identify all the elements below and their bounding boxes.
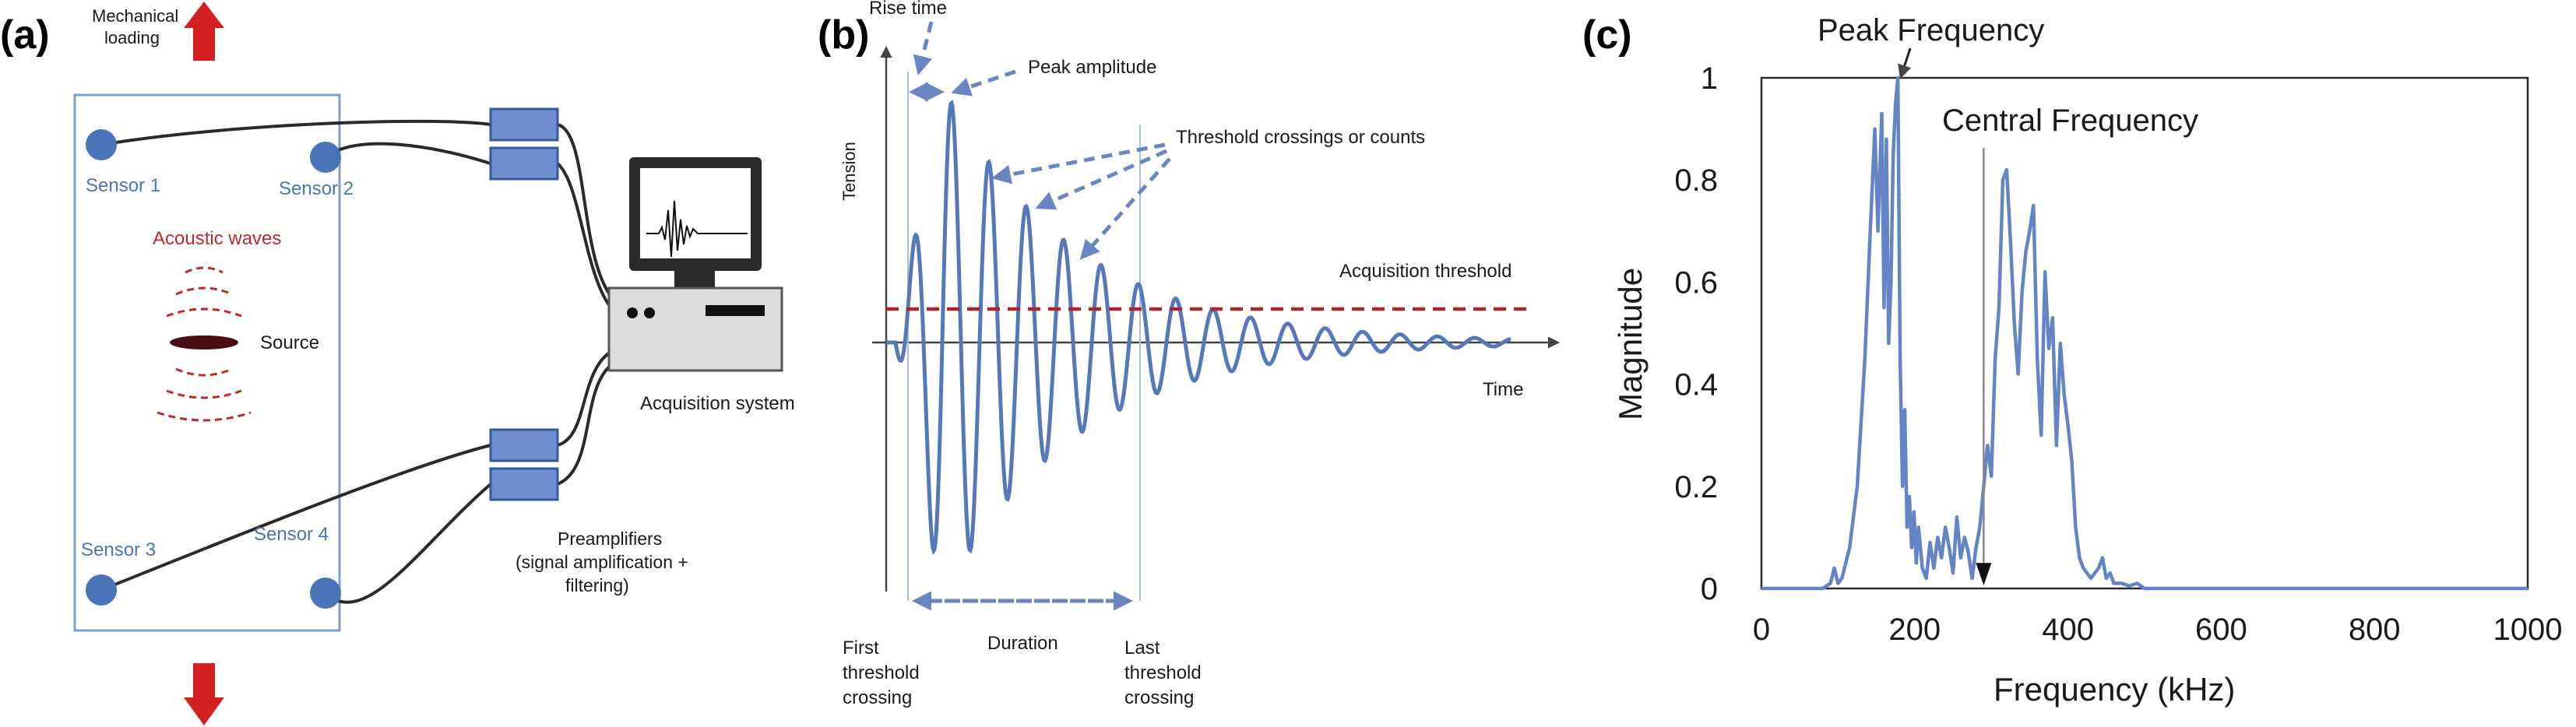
rise-time-label: Rise time xyxy=(869,0,947,19)
c-x-tick-label: 600 xyxy=(2195,613,2247,647)
acoustic-waves-icon xyxy=(157,266,252,422)
acquisition-system-label: Acquisition system xyxy=(640,393,795,414)
sensor-3 xyxy=(86,574,117,606)
c-x-tick-label: 1000 xyxy=(2493,613,2563,647)
c-y-tick-label: 0.4 xyxy=(1674,368,1718,402)
b-y-axis-label: Tension xyxy=(839,142,859,201)
wire-sensor2 xyxy=(324,142,491,165)
central-frequency-arrowhead xyxy=(1976,563,1992,585)
sensor-1 xyxy=(86,129,117,160)
acoustic-waves-label: Acoustic waves xyxy=(153,228,281,249)
b-x-axis-label: Time xyxy=(1483,379,1523,400)
c-y-tick-label: 0 xyxy=(1701,572,1718,606)
c-y-tick-label: 1 xyxy=(1701,61,1718,96)
specimen-plate xyxy=(73,93,341,632)
duration-label: Duration xyxy=(987,633,1058,654)
threshold-crossings-label: Threshold crossings or counts xyxy=(1176,127,1425,148)
preamp-2 xyxy=(489,146,559,181)
preamp-label-line3: filtering) xyxy=(565,575,629,595)
crossings-arrow-2 xyxy=(1035,149,1168,210)
loading-label-line1: Mechanical xyxy=(92,6,178,26)
panel-b: (b) Tension Time Acquisition threshold R… xyxy=(818,0,1560,708)
crossings-arrow-1 xyxy=(991,142,1166,184)
acquisition-threshold-label: Acquisition threshold xyxy=(1339,261,1511,282)
last-crossing-label-line3: crossing xyxy=(1124,687,1194,708)
c-ticks: 0 200 400 600 800 1000 0 0.2 0.4 0.6 0.8 1 xyxy=(1674,61,2562,647)
panel-b-letter: (b) xyxy=(818,12,869,58)
c-x-tick-label: 800 xyxy=(2349,613,2401,647)
loading-arrow-down-icon xyxy=(184,663,224,725)
source-label: Source xyxy=(260,332,319,353)
loading-label-line2: loading xyxy=(104,28,160,47)
panel-a-letter: (a) xyxy=(0,12,50,58)
wire-sensor1 xyxy=(100,119,491,146)
preamp-label-line1: Preamplifiers xyxy=(558,529,662,549)
loading-arrow-up-icon xyxy=(184,2,224,61)
first-crossing-label-line2: threshold xyxy=(843,662,920,683)
source-icon xyxy=(170,335,238,349)
panel-a: (a) Mechanical loading Sensor 1 Sensor 2… xyxy=(0,2,795,725)
last-crossing-label-line1: Last xyxy=(1124,637,1160,659)
c-x-axis-label: Frequency (kHz) xyxy=(1994,671,2235,708)
peak-amplitude-arrow xyxy=(951,69,1016,97)
wire-sensor4 xyxy=(324,483,492,604)
wire-sensor3 xyxy=(100,444,491,592)
c-y-tick-label: 0.8 xyxy=(1674,163,1718,198)
first-crossing-label-line3: crossing xyxy=(843,687,912,708)
c-y-tick-label: 0.6 xyxy=(1674,265,1718,300)
sensor-2 xyxy=(310,142,341,173)
rise-time-arrow xyxy=(913,21,934,76)
peak-frequency-arrow xyxy=(1898,47,1912,79)
preamp-label-line2: (signal amplification + xyxy=(516,552,688,572)
preamp-3 xyxy=(489,428,559,462)
c-y-tick-label: 0.2 xyxy=(1674,470,1718,504)
crossings-arrow-3 xyxy=(1079,157,1171,260)
wire-amp4-daq xyxy=(557,356,624,486)
sensor-3-label: Sensor 3 xyxy=(81,539,156,560)
last-crossing-label-line2: threshold xyxy=(1124,662,1202,683)
c-y-axis-label: Magnitude xyxy=(1612,268,1649,420)
peak-frequency-label: Peak Frequency xyxy=(1818,13,2044,47)
acquisition-computer-icon xyxy=(607,157,783,372)
central-frequency-label: Central Frequency xyxy=(1942,104,2198,138)
ae-waveform xyxy=(886,100,1511,556)
spectrum-line xyxy=(1761,76,2528,591)
c-x-tick-label: 0 xyxy=(1753,613,1770,647)
c-x-tick-label: 400 xyxy=(2042,613,2094,647)
first-crossing-label-line1: First xyxy=(843,637,879,659)
preamp-1 xyxy=(489,107,559,142)
sensor-4-label: Sensor 4 xyxy=(254,524,329,545)
c-x-tick-label: 200 xyxy=(1888,613,1941,647)
sensor-2-label: Sensor 2 xyxy=(279,178,354,199)
peak-amplitude-label: Peak amplitude xyxy=(1028,57,1156,78)
panel-c: (c) 0 200 400 600 800 1000 0 0.2 0.4 0.6 0.8 1 Magn… xyxy=(1582,12,2562,708)
sensor-4 xyxy=(310,578,341,609)
preamp-4 xyxy=(489,467,559,501)
wire-amp1-daq xyxy=(557,123,625,309)
sensor-1-label: Sensor 1 xyxy=(86,175,160,196)
panel-c-letter: (c) xyxy=(1582,12,1632,58)
